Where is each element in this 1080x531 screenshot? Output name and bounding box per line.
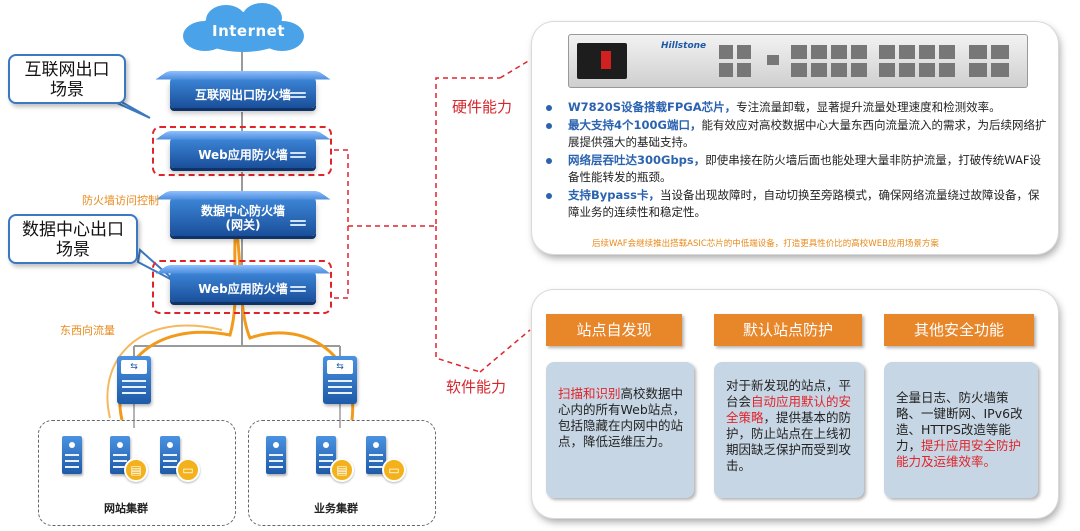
business-cluster	[248, 420, 436, 526]
switch-right-icon: ⇆	[323, 356, 357, 404]
device-image: Hillstone	[568, 34, 1028, 88]
switch-arrows-icon: ⇆	[327, 360, 353, 374]
dc-scene-callout: 数据中心出口 场景	[8, 214, 138, 264]
hardware-capability-label: 硬件能力	[452, 98, 513, 116]
east-west-traffic-label: 东西向流量	[60, 324, 115, 337]
bullet-dot-icon	[546, 193, 552, 199]
card-text: 高校数据中心内的所有Web站点，包括隐藏在内网中的站点，降低运维压力。	[558, 386, 686, 449]
internet-scene-line2: 场景	[50, 80, 84, 100]
switch-left-icon: ⇆	[117, 356, 151, 404]
database-icon: ▤	[330, 458, 354, 482]
server-icon	[366, 436, 386, 474]
fw-access-control-label: 防火墙访问控制	[82, 194, 159, 207]
waf-top-firewall[interactable]: Web应用防火墙	[155, 131, 331, 168]
card-default-protection: 对于新发现的站点，平台会自动应用默认的安全策略，提供基本的防护，防止站点在上线初…	[714, 362, 864, 498]
datacenter-firewall-sub: (网关)	[225, 218, 261, 232]
card-site-discovery: 扫描和识别高校数据中心内的所有Web站点，包括隐藏在内网中的站点，降低运维压力。	[546, 362, 694, 498]
device-front-panel	[577, 43, 627, 79]
vent-icon	[290, 152, 306, 162]
business-cluster-label: 业务集群	[314, 502, 358, 515]
bullet-highlight: 支持Bypass卡，	[568, 188, 660, 202]
internet-scene-callout: 互联网出口 场景	[8, 54, 126, 104]
device-brand: Hillstone	[661, 41, 707, 51]
hardware-bullet: W7820S设备搭载FPGA芯片，专注流量卸载，显著提升流量处理速度和检测效率。	[540, 99, 1050, 116]
hardware-bullet: 支持Bypass卡，当设备出现故障时，自动切换至旁路模式，确保网络流量绕过故障设…	[540, 187, 1050, 221]
hardware-bullet: 最大支持4个100G端口，能有效应对高校数据中心大量东西向流量流入的需求，为后续…	[540, 117, 1050, 151]
vent-icon	[290, 220, 306, 230]
header-site-discovery: 站点自发现	[546, 314, 682, 346]
dc-scene-line2: 场景	[56, 240, 90, 260]
card-red-text: 提升应用安全防护能力及运维效率。	[896, 438, 1022, 469]
card-red-text: 自动应用默认的安全策略	[726, 394, 852, 425]
datacenter-firewall[interactable]: 数据中心防火墙 (网关)	[155, 191, 331, 236]
waf-bottom-highlight	[152, 260, 332, 314]
card-text: 对于新发现的站点，平台会	[726, 378, 852, 409]
bullet-text: 能有效应对高校数据中心大量东西向流量流入的需求，为后续网络扩展提供强大的基础支持…	[568, 118, 1047, 149]
waf-bottom-label: Web应用防火墙	[198, 282, 288, 296]
hardware-bullets: W7820S设备搭载FPGA芯片，专注流量卸载，显著提升流量处理速度和检测效率。…	[540, 99, 1050, 222]
folder-icon: ▭	[176, 458, 200, 482]
bullet-dot-icon	[546, 158, 552, 164]
internet-exit-firewall-label: 互联网出口防火墙	[194, 88, 291, 102]
device-ports-icon	[719, 45, 1009, 77]
card-red-text: 扫描和识别	[558, 386, 621, 401]
dc-scene-line1: 数据中心出口	[22, 220, 124, 240]
header-other-security: 其他安全功能	[884, 314, 1034, 346]
bullet-text: 当设备出现故障时，自动切换至旁路模式，确保网络流量绕过故障设备，保障业务的连续性…	[568, 188, 1040, 219]
vent-icon	[290, 286, 306, 296]
server-icon	[160, 436, 180, 474]
database-icon: ▤	[124, 458, 148, 482]
bullet-dot-icon	[546, 105, 552, 111]
header-default-protection: 默认站点防护	[714, 314, 862, 346]
internet-scene-line1: 互联网出口	[24, 60, 110, 80]
waf-top-label: Web应用防火墙	[198, 148, 288, 162]
card-text: 全量日志、防火墙策略、一键断网、IPv6改造、HTTPS改造等能力，	[896, 390, 1023, 453]
card-site-discovery-text: 扫描和识别高校数据中心内的所有Web站点，包括隐藏在内网中的站点，降低运维压力。	[558, 386, 686, 450]
hardware-note: 后续WAF会继续推出搭载ASIC芯片的中低端设备，打造更具性价比的高校WEB应用…	[592, 239, 939, 249]
internet-cloud-icon	[183, 3, 304, 52]
card-default-protection-text: 对于新发现的站点，平台会自动应用默认的安全策略，提供基本的防护，防止站点在上线初…	[726, 378, 856, 474]
website-cluster-label: 网站集群	[104, 502, 148, 515]
folder-icon: ▭	[382, 458, 406, 482]
waf-top-highlight	[152, 126, 332, 176]
vent-icon	[290, 92, 306, 102]
bullet-dot-icon	[546, 123, 552, 129]
bullet-highlight: W7820S设备搭载FPGA芯片，	[568, 100, 737, 114]
bullet-highlight: 最大支持4个100G端口，	[568, 118, 702, 132]
card-other-security-text: 全量日志、防火墙策略、一键断网、IPv6改造、HTTPS改造等能力，提升应用安全…	[896, 390, 1030, 470]
server-icon	[266, 436, 286, 474]
bullet-text: 专注流量卸载，显著提升流量处理速度和检测效率。	[736, 100, 1001, 114]
card-other-security: 全量日志、防火墙策略、一键断网、IPv6改造、HTTPS改造等能力，提升应用安全…	[884, 362, 1038, 498]
bullet-text: 即使串接在防火墙后面也能处理大量非防护流量，打破传统WAF设备性能转发的瓶颈。	[568, 153, 1041, 184]
server-icon	[62, 436, 82, 474]
datacenter-firewall-label: 数据中心防火墙	[200, 204, 285, 218]
hardware-bullet: 网络层吞吐达300Gbps，即使串接在防火墙后面也能处理大量非防护流量，打破传统…	[540, 152, 1050, 186]
bullet-highlight: 网络层吞吐达300Gbps，	[568, 153, 706, 167]
card-text: ，提供基本的防护，防止站点在上线初期因缺乏保护而受到攻击。	[726, 410, 852, 473]
switch-arrows-icon: ⇆	[121, 360, 147, 374]
software-capability-label: 软件能力	[446, 378, 507, 396]
waf-bottom-firewall[interactable]: Web应用防火墙	[155, 265, 331, 302]
internet-label: Internet	[212, 22, 286, 40]
website-cluster	[38, 420, 236, 526]
internet-exit-firewall[interactable]: 互联网出口防火墙	[155, 71, 331, 108]
